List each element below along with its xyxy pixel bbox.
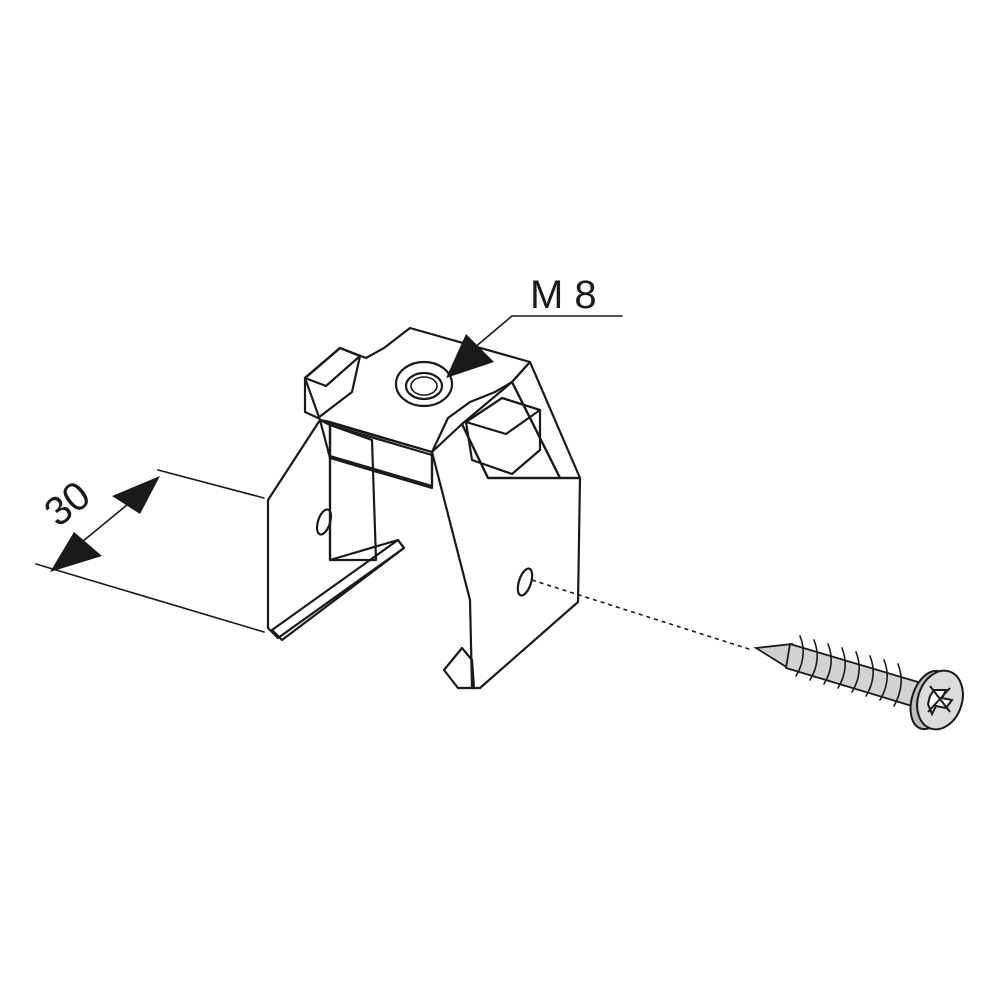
clip-right-tab (464, 396, 542, 476)
clip-left-leg (266, 418, 406, 640)
callout-leader-diagonal (473, 315, 513, 349)
clip-left-tab-top (303, 346, 362, 388)
clip-left-hole (315, 508, 333, 536)
clip-front-band-face (328, 423, 434, 488)
clip-right-leg (430, 422, 582, 690)
clip-left-leg-inner (328, 423, 378, 562)
wood-screw-icon (753, 635, 964, 731)
clip-right-hole (516, 567, 534, 597)
dimension-arrow-top (112, 476, 160, 514)
screw-threads (795, 635, 902, 707)
dimension-arrow-bottom (50, 532, 102, 572)
clip-left-tab (303, 346, 362, 420)
clip-left-lip (270, 538, 406, 642)
dimension-value-label: 30 (36, 473, 98, 535)
clip-front-band (318, 418, 434, 490)
clip-right-tab-top (464, 396, 542, 436)
clip-right-lip (442, 646, 476, 690)
clip-top-plate (303, 326, 532, 454)
clip-right-leg-bevel (460, 380, 562, 480)
mounting-clip-icon (266, 326, 582, 690)
clip-nut-outer (394, 360, 454, 408)
screw-drive-recess (926, 685, 954, 717)
clip-nut-thread (410, 376, 438, 396)
thread-size-label: M 8 (530, 273, 597, 317)
width-dimension: 30 (35, 469, 265, 633)
assembly-dashed-line (531, 579, 753, 651)
clip-nut-inner (404, 371, 444, 401)
clip-right-leg-side (510, 360, 582, 480)
thread-callout: M 8 (446, 273, 623, 378)
callout-arrowhead (446, 334, 494, 378)
dimension-extension-top (157, 469, 265, 499)
dimension-extension-bottom (35, 563, 265, 633)
